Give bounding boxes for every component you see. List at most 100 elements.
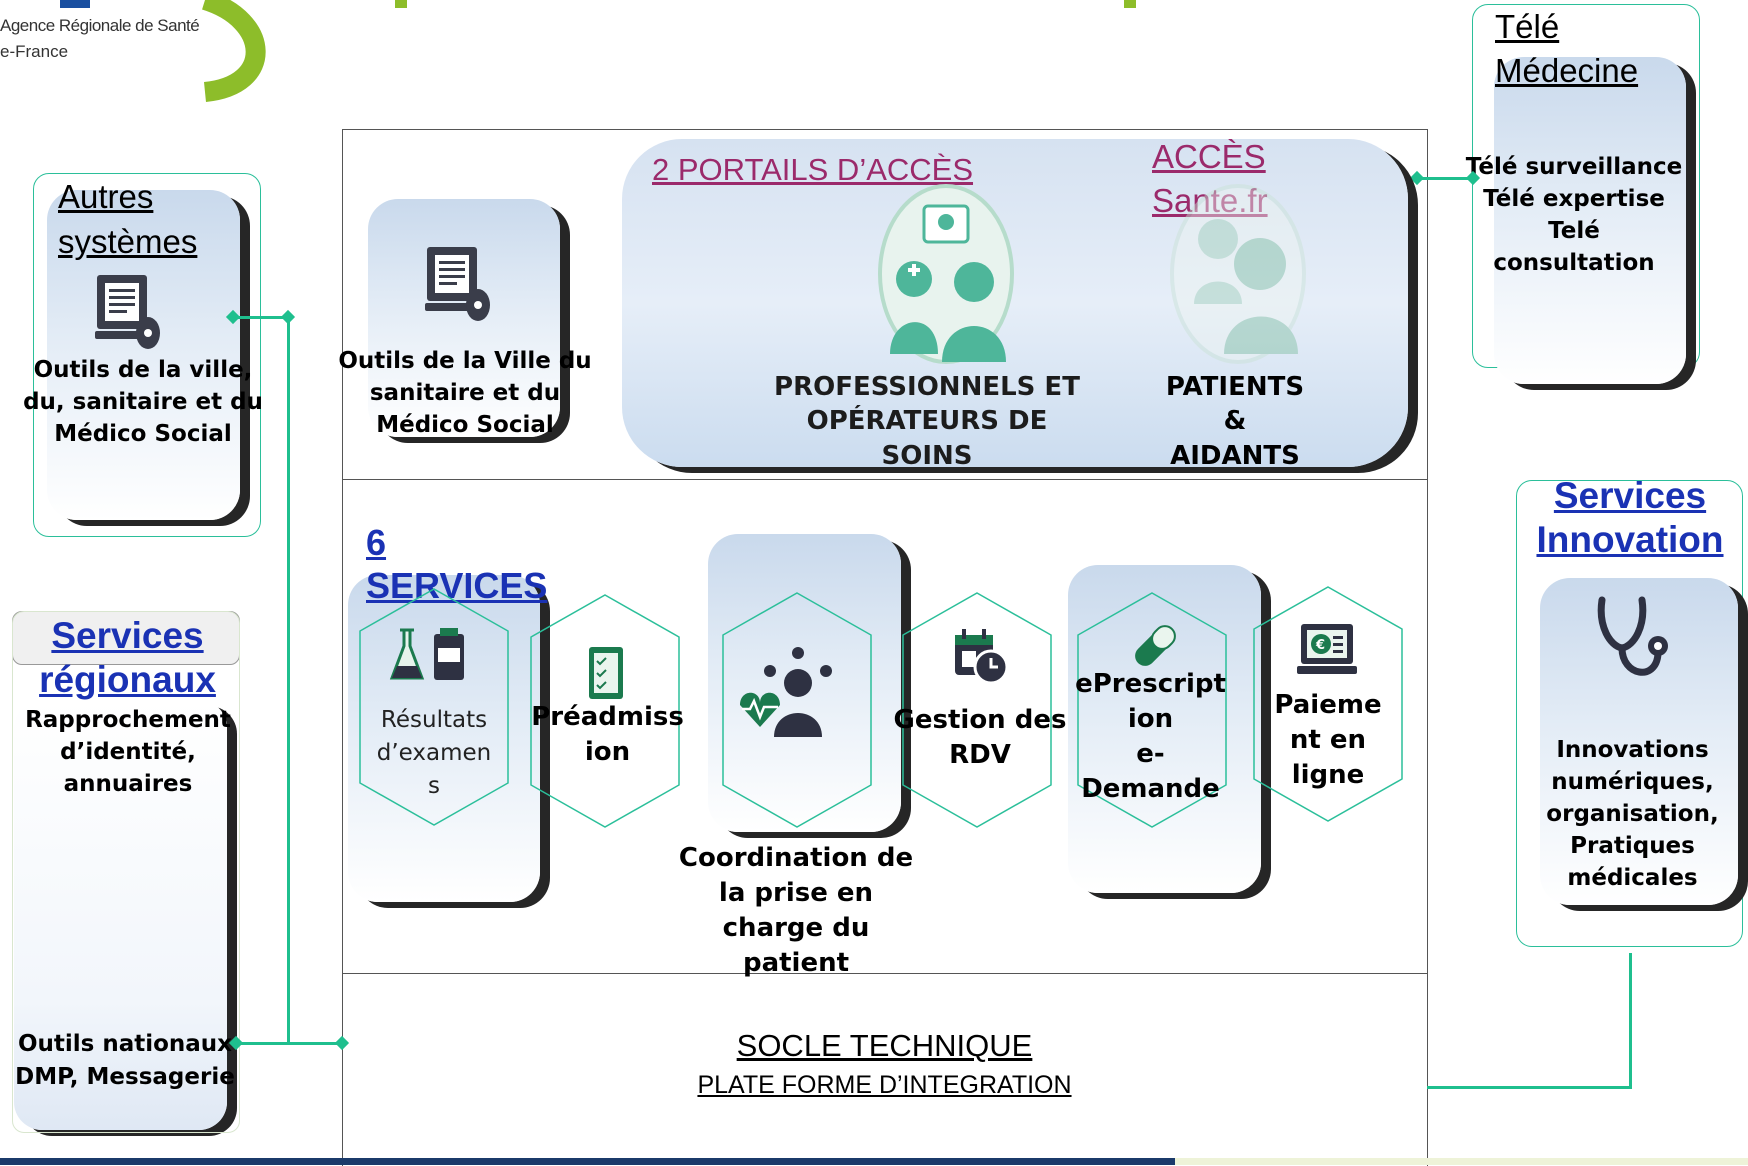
autres-connector-h — [232, 316, 288, 319]
rdv-text-2: RDV — [949, 740, 1011, 770]
autres-panel — [47, 190, 240, 520]
coordination-text-4: patient — [742, 948, 850, 978]
regionaux-panel — [14, 700, 227, 1130]
regionaux-text-2: d’identité, — [60, 739, 196, 765]
ville-text-3: Médico Social — [376, 412, 554, 438]
innovation-frame — [1516, 480, 1743, 947]
ars-logo: Agence Régionale de Santé e-France — [0, 0, 270, 102]
logo-line1: Agence Régionale de Santé — [0, 16, 200, 35]
header-accent — [395, 0, 407, 8]
tele-item-3: Telé — [1548, 218, 1600, 244]
paiement-text-1: Paieme — [1274, 690, 1382, 720]
tele-item-1: Télé surveillance — [1465, 154, 1683, 180]
innovation-text-4: Pratiques — [1570, 833, 1695, 859]
row-divider-1 — [342, 479, 1427, 480]
services-title-1[interactable]: 6 — [366, 522, 387, 563]
pill-icon — [1127, 618, 1183, 679]
resultats-text-3: s — [428, 773, 440, 799]
online-payment-icon: € — [1297, 622, 1361, 687]
lab-flask-icon — [389, 628, 470, 689]
regionaux-frame — [12, 611, 240, 1133]
autres-text-1: Outils de la ville, — [33, 357, 253, 383]
hex-resultats — [359, 588, 509, 826]
regionaux-bottom-1: Outils nationaux — [17, 1031, 233, 1057]
stethoscope-icon — [1596, 596, 1676, 691]
patients-text-1: PATIENTS — [1165, 372, 1305, 402]
regionaux-connector — [235, 1042, 342, 1045]
computer-icon — [95, 273, 165, 358]
regionaux-text-1: Rapprochement — [25, 707, 231, 733]
pros-text-3: SOINS — [881, 441, 973, 471]
acces-title-1[interactable]: ACCÈS — [1152, 138, 1266, 175]
logo-line2: e-France — [0, 42, 69, 61]
coordination-text-2: la prise en — [718, 878, 874, 908]
logo-swoosh-icon — [60, 0, 266, 102]
paiement-text-3: ligne — [1291, 760, 1365, 790]
hex-eprescription — [1077, 592, 1227, 828]
tele-title-2[interactable]: Médecine — [1495, 52, 1639, 89]
regionaux-title-2[interactable]: régionaux — [39, 659, 216, 700]
socle-subtitle[interactable]: PLATE FORME D’INTEGRATION — [697, 1071, 1072, 1099]
resultats-text-1: Résultats — [380, 707, 488, 733]
socle-title[interactable]: SOCLE TECHNIQUE — [736, 1028, 1033, 1063]
patients-text-2: & — [1223, 406, 1247, 436]
professionals-icon — [876, 184, 1016, 369]
checklist-icon — [585, 645, 629, 710]
innovation-title-1[interactable]: Services — [1553, 475, 1707, 516]
svg-text:€: € — [1315, 638, 1325, 653]
main-frame — [342, 129, 1428, 1166]
innovation-text-3: organisation, — [1546, 801, 1719, 827]
eprescription-text-4: Demande — [1081, 774, 1220, 804]
pros-text-2: OPÉRATEURS DE — [806, 406, 1048, 436]
tele-item-4: consultation — [1493, 250, 1655, 276]
regionaux-bottom-2: DMP, Messagerie — [15, 1064, 235, 1090]
coordination-text-3: charge du — [722, 913, 870, 943]
autres-title-1[interactable]: Autres — [58, 178, 154, 215]
care-coordination-icon — [738, 645, 858, 742]
left-vertical-connector — [287, 316, 290, 1044]
ville-text-2: sanitaire et du — [369, 380, 561, 406]
hex-paiement — [1253, 586, 1403, 822]
tele-panel — [1494, 57, 1686, 384]
portails-title[interactable]: 2 PORTAILS D’ACCÈS — [652, 152, 974, 187]
header-accent-right — [1124, 0, 1136, 8]
innovation-text-2: numériques, — [1551, 769, 1714, 795]
hex-coordination — [722, 592, 872, 828]
pros-text-1: PROFESSIONNELS ET — [774, 372, 1080, 402]
footer-band-light — [1175, 1158, 1748, 1165]
tele-connector — [1418, 177, 1475, 180]
innovation-connector-v — [1629, 953, 1632, 1089]
regionaux-text-3: annuaires — [63, 771, 193, 797]
innovation-connector-h — [1427, 1086, 1632, 1089]
autres-frame — [33, 173, 261, 537]
preadmission-text-1: Préadmiss — [531, 702, 684, 732]
regionaux-title-1[interactable]: Services — [51, 615, 204, 656]
innovation-text-1: Innovations — [1556, 737, 1709, 763]
eprescription-panel — [1068, 565, 1261, 893]
ville-panel — [368, 199, 560, 437]
footer-band — [0, 1158, 1175, 1165]
innovation-title-2[interactable]: Innovation — [1536, 519, 1724, 560]
acces-title-2[interactable]: Sante.fr — [1152, 182, 1268, 220]
hex-preadmission — [530, 594, 680, 828]
patients-icon — [1168, 184, 1308, 369]
innovation-text-5: médicales — [1567, 865, 1698, 891]
preadmission-text-2: ion — [584, 737, 631, 767]
autres-title-2[interactable]: systèmes — [58, 223, 198, 260]
hex-rdv — [902, 592, 1052, 828]
rdv-text-1: Gestion des — [893, 705, 1067, 735]
portails-panel — [622, 139, 1408, 467]
tele-title-1[interactable]: Télé — [1495, 8, 1560, 45]
eprescription-text-1: ePrescript — [1075, 669, 1226, 699]
ville-text-1: Outils de la Ville du — [338, 348, 592, 374]
autres-text-3: Médico Social — [54, 421, 232, 447]
resultats-text-2: d’examen — [376, 740, 492, 766]
calendar-clock-icon — [953, 627, 1009, 692]
autres-text-2: du, sanitaire et du — [23, 389, 263, 415]
eprescription-text-3: e- — [1136, 739, 1165, 769]
services-title-2[interactable]: SERVICES — [366, 565, 548, 606]
row-divider-2 — [342, 973, 1427, 974]
eprescription-text-2: ion — [1127, 704, 1174, 734]
paiement-text-2: nt en — [1289, 725, 1367, 755]
patients-text-3: AIDANTS — [1170, 441, 1300, 471]
